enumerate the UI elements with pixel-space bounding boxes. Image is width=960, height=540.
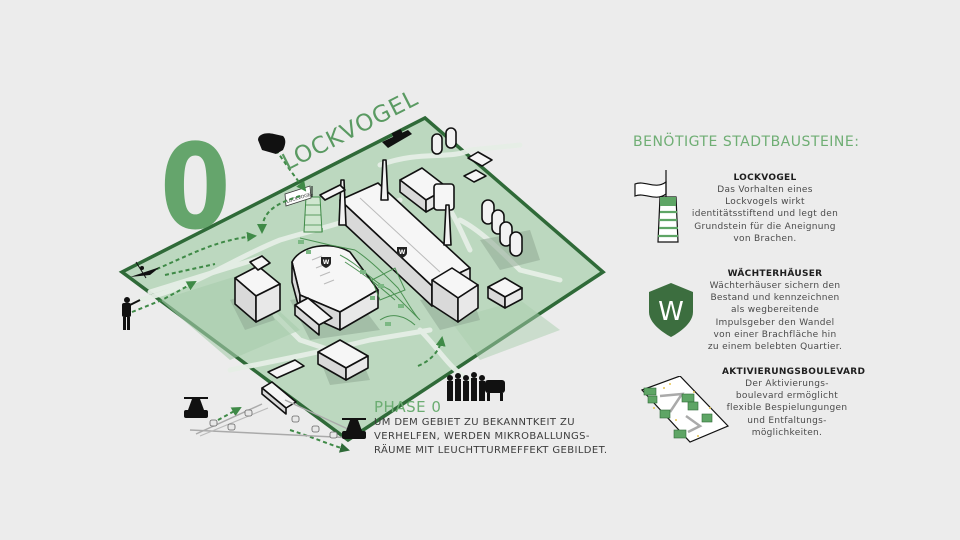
buildings [234,127,523,415]
legend-heading: AKTIVIERUNGSBOULEVARD [722,367,866,377]
phase-description: PHASE 0 UM DEM GEBIET ZU BEKANNTKEIT ZU … [374,399,608,457]
legend-description: Der Aktivierungs- boulevard ermöglicht f… [726,379,848,438]
building-small-ne [467,151,493,167]
ship-icon [382,130,412,148]
building-block-west [234,255,281,323]
silhouettes [122,129,505,401]
building-east [487,277,523,309]
building-strip-south [261,359,305,415]
wachterhaus-badges: W W [321,247,407,268]
legend-description: Wächterhäuser sichern den Bestand und ke… [707,281,843,353]
phase-text-line: VERHELFEN, WERDEN MIKROBALLUNGS- [374,431,590,442]
building-north-cluster [399,167,455,213]
lockvogel-tower-flag-icon [634,170,679,243]
cable-car-station-west [184,397,208,418]
building-silo-complex [431,267,479,323]
shield-w-icon: W [649,283,693,337]
cable-car-station-east [342,418,366,439]
phase-text-line: UM DEM GEBIET ZU BEKANNTKEIT ZU [374,417,575,428]
hiker-icon [122,297,141,330]
phase-title: PHASE 0 [374,398,442,416]
legend-item-aktivierungsboulevard: AKTIVIERUNGSBOULEVARD Der Aktivierungs- … [722,366,866,439]
legend-heading: WÄCHTERHÄUSER [727,269,823,279]
legend-item-waechterhaeuser: WÄCHTERHÄUSER Wächterhäuser sichern den … [700,268,850,353]
building-annex [294,297,333,336]
shield-w-icon: W [321,257,331,268]
cable-car-line [189,399,356,439]
svg-text:W: W [658,297,684,327]
legend-description: Das Vorhalten eines Lockvogels wirkt ide… [691,185,839,244]
activation-boulevard-lines [299,237,421,326]
legend-title: BENÖTIGTE STADTBAUSTEINE: [633,134,860,150]
phase-number: 0 [160,118,231,256]
kayak-icon [130,267,160,277]
phase-text-line: RÄUME MIT LEUCHTTURMEFFEKT GEBILDET. [374,445,608,456]
silo-row-east [481,199,523,257]
movement-arrows [131,149,446,453]
svg-text:W: W [323,259,330,266]
shield-w-icon: W [397,247,407,258]
legend-item-lockvogel: LOCKVOGEL Das Vorhalten eines Lockvogels… [690,172,840,245]
silo-pair-north [431,127,457,155]
boulevard-plan-icon [640,376,730,443]
legend-heading: LOCKVOGEL [733,173,797,183]
building-south [317,339,369,381]
people-group-icon [447,372,505,401]
svg-text:W: W [399,249,406,256]
car-icon [258,133,286,154]
